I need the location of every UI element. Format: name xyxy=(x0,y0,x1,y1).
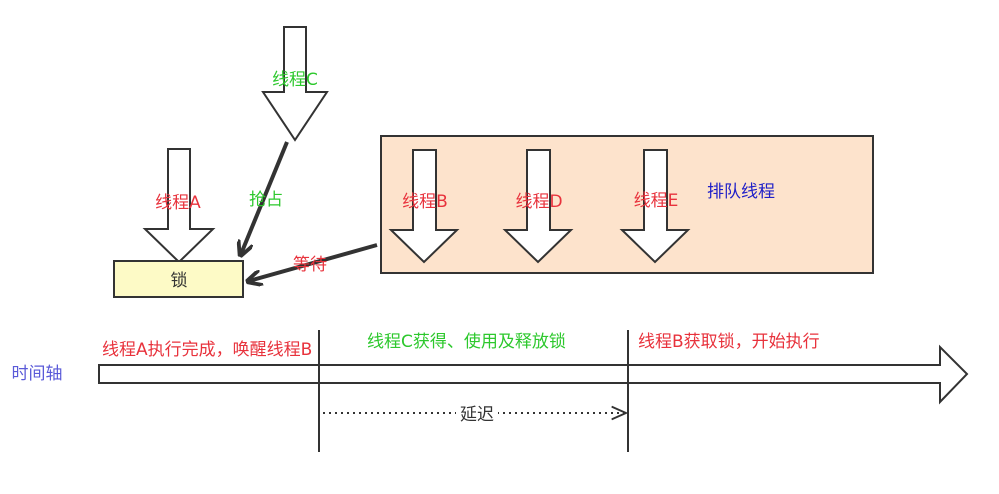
delay-label: 延迟 xyxy=(460,405,494,425)
thread-a-arrow xyxy=(142,148,216,264)
thread-d-label: 线程D xyxy=(515,192,562,212)
thread-c-arrow xyxy=(261,26,329,142)
wait-label: 等待 xyxy=(293,255,327,275)
queue-box xyxy=(380,135,874,274)
thread-b-label: 线程B xyxy=(402,192,448,212)
lock-label: 锁 xyxy=(171,271,188,291)
phase3-label: 线程B获取锁，开始执行 xyxy=(638,332,820,352)
thread-b-arrow xyxy=(388,149,460,264)
thread-e-label: 线程E xyxy=(634,191,679,211)
thread-c-label: 线程C xyxy=(272,70,318,90)
thread-d-arrow xyxy=(502,149,574,264)
thread-e-arrow xyxy=(619,149,691,264)
delay-label-bg xyxy=(456,402,498,424)
phase1-label: 线程A执行完成，唤醒线程B xyxy=(102,340,312,360)
thread-a-label: 线程A xyxy=(155,193,201,213)
preempt-label: 抢占 xyxy=(249,190,283,210)
queue-label: 排队线程 xyxy=(707,182,775,202)
wait-arrow xyxy=(249,243,378,281)
time-axis-label: 时间轴 xyxy=(12,364,63,384)
time-axis-arrow xyxy=(98,344,969,405)
phase2-label: 线程C获得、使用及释放锁 xyxy=(367,331,566,352)
preempt-arrow xyxy=(241,141,289,254)
lock-box xyxy=(113,260,244,298)
